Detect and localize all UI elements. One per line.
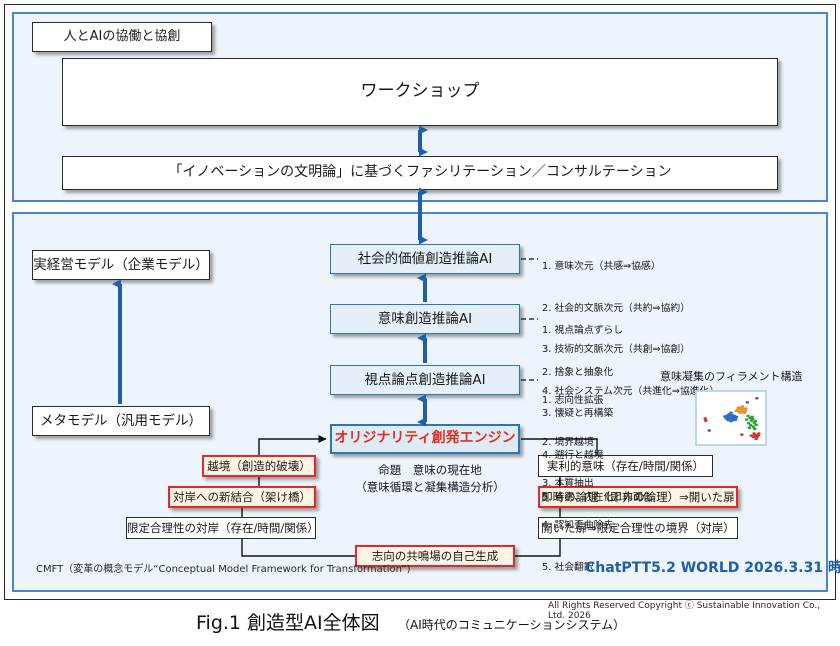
list-item: 2. 社会的文脈次元（共約⇒協約） [542, 302, 691, 314]
proposition-line-1: 命題 意味の現在地 [378, 463, 482, 477]
proposition-text: 命題 意味の現在地 （意味循環と凝集構造分析） [350, 462, 510, 497]
list-item: 4. 社会システム次元（共進化⇒協進化） [542, 385, 720, 397]
right-cluster-immediate-logic-box: 即時の論理（即非の論理）⇒開いた扉 [538, 486, 738, 508]
proposition-line-2: （意味循環と凝集構造分析） [355, 480, 505, 495]
ai-social-value-box: 社会的価値創造推論AI [330, 244, 520, 274]
list-item: 3. 技術的文脈次元（共創⇒協創） [542, 344, 691, 356]
originality-engine-box: オリジナリティ創発エンジン [330, 424, 520, 454]
left-cluster-new-bond-box: 対岸への新結合（架け橋） [168, 486, 316, 508]
meta-model-box: メタモデル（汎用モデル） [32, 406, 210, 436]
figure-caption-main: Fig.1 創造型AI全体図 [196, 612, 380, 634]
facilitation-box: 「イノベーションの文明論」に基づくファシリテーション／コンサルテーション [62, 156, 778, 190]
list-item: 3. 本質抽出 [542, 478, 594, 490]
left-cluster-crossing-box: 越境（創造的破壊） [202, 455, 316, 477]
figure-caption-sub: （AI時代のコミュニケーションシステム） [398, 618, 626, 632]
workshop-box: ワークショップ [62, 58, 778, 126]
meaning-creation-step-list: 1. 視点論点ずらし 2. 捨象と抽象化 3. 懐疑と再構築 4. 遡行と越境 … [542, 296, 652, 532]
copyright-notice: All Rights Reserved Copyright ⓒ Sustaina… [548, 601, 821, 621]
list-item: 4. 遡行と越境 [542, 449, 604, 461]
list-item: 4. 認知歪曲除去 [542, 519, 614, 531]
right-cluster-open-door-box: 開いた扉⇒限定合理性の境界（対岸） [538, 517, 738, 539]
resonance-field-box: 志向の共鳴場の自己生成 [355, 545, 515, 567]
right-cluster-practical-meaning-box: 実利的意味（存在/時間/関係） [538, 455, 713, 477]
filament-structure-label: 意味凝集のフィラメント構造 [660, 370, 803, 383]
list-item: 1. 視点論点ずらし [542, 324, 624, 336]
collaboration-tag: 人とAIの協働と協創 [32, 22, 212, 52]
chatptt-version-note: ChatPTT5.2 WORLD 2026.3.31 時点 [585, 560, 840, 576]
list-item: 5. 省察、内在化と内面化 [542, 491, 653, 503]
real-management-model-box: 実経営モデル（企業モデル） [32, 250, 210, 280]
list-item: 1. 志向性拡張 [542, 394, 604, 406]
list-item: 3. 懐疑と再構築 [542, 408, 614, 420]
ai-viewpoint-creation-box: 視点論点創造推論AI [330, 365, 520, 395]
list-item: 1. 意味次元（共感⇒協感） [542, 260, 661, 272]
list-item: 2. 捨象と抽象化 [542, 366, 614, 378]
left-cluster-bounded-rationality-box: 限定合理性の対岸（存在/時間/関係） [126, 517, 319, 539]
social-value-dimension-list: 1. 意味次元（共感⇒協感） 2. 社会的文脈次元（共約⇒協約） 3. 技術的文… [542, 232, 719, 427]
list-item: 2. 境界越境 [542, 436, 594, 448]
ai-meaning-creation-box: 意味創造推論AI [330, 304, 520, 334]
scatter-plot-svg [703, 396, 761, 441]
filament-scatter-thumbnail [695, 390, 767, 446]
cmft-note: CMFT（変革の概念モデル“Conceptual Model Framework… [36, 564, 411, 575]
list-item: 5. 社会翻訳 [542, 561, 594, 573]
